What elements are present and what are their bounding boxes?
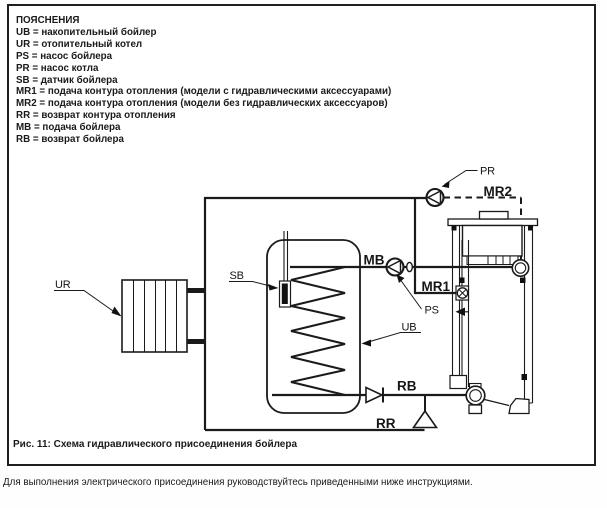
- legend-item-rb: RB = возврат бойлера: [16, 134, 124, 146]
- legend-item-ur: UR = отопительный котел: [16, 38, 143, 50]
- pipe-mr1-branch: [413, 198, 456, 295]
- legend-item-ps: PS = насос бойлера: [16, 50, 113, 62]
- leader-ur: [54, 290, 119, 315]
- storage-tank-symbol: [266, 231, 361, 414]
- radiator-stubs: [187, 288, 205, 344]
- leader-ub: [366, 332, 421, 343]
- boiler-bottom-edge: [484, 398, 510, 407]
- pipe-heating-supply: [203, 196, 427, 430]
- legend-item-mb: MB = подача бойлера: [16, 122, 121, 134]
- legend-title: ПОЯСНЕНИЯ: [16, 15, 80, 26]
- pipe-fitting: [406, 261, 414, 273]
- radiator-symbol: [121, 279, 205, 353]
- legend-item-mr1: MR1 = подача контура отопления (модели с…: [16, 86, 392, 98]
- boiler-foot-left: [468, 404, 483, 415]
- coil-symbol: [290, 266, 346, 396]
- pump-ps-symbol: [385, 257, 414, 277]
- label-rr: RR: [376, 416, 396, 431]
- boiler-pump-head: [465, 385, 486, 406]
- boiler-foot-right: [508, 397, 530, 415]
- leader-lines: [54, 170, 478, 347]
- leader-ps: [399, 278, 422, 310]
- sensor-well: [283, 231, 289, 281]
- boiler-top-cap: [447, 218, 539, 227]
- legend-item-ub: UB = накопительный бойлер: [16, 26, 157, 38]
- sensor-symbol: [281, 283, 288, 304]
- check-valve-symbol: [365, 386, 384, 404]
- legend-block: ПОЯСНЕНИЯ UB = накопительный бойлер UR =…: [16, 15, 391, 146]
- leader-sb: [229, 281, 275, 288]
- boiler-supply-connection: [511, 258, 530, 277]
- flow-arrow-marker: [455, 307, 465, 316]
- label-ps: PS: [425, 305, 439, 317]
- label-sb: SB: [230, 270, 244, 282]
- label-ur: UR: [55, 279, 71, 291]
- boiler-control-box: [461, 224, 523, 257]
- leader-pr: [444, 170, 478, 185]
- drain-valve-symbol: [411, 409, 439, 429]
- label-mb: MB: [364, 253, 385, 268]
- pipe-mr2-dashed: [443, 196, 522, 260]
- heating-boiler-unit: [447, 210, 539, 415]
- label-pr: PR: [480, 166, 495, 178]
- legend-item-pr: PR = насос котла: [16, 62, 99, 74]
- legend-item-rr: RR = возврат контура отопления: [16, 110, 176, 122]
- pump-pr-symbol: [425, 187, 445, 208]
- figure-caption: Рис. 11: Схема гидравлического присоедин…: [13, 439, 298, 450]
- footnote-text: Для выполнения электрического присоедине…: [3, 477, 473, 488]
- label-mr1: MR1: [422, 279, 451, 294]
- boiler-handle: [478, 210, 509, 220]
- label-rb: RB: [397, 379, 417, 394]
- mr1-connection-fitting: [455, 285, 470, 301]
- label-ub: UB: [402, 322, 417, 334]
- boiler-left-frame: [451, 225, 461, 389]
- legend-item-sb: SB = датчик бойлера: [16, 74, 118, 86]
- legend-item-mr2: MR2 = подача контура отопления (модели б…: [16, 98, 388, 110]
- boiler-bottom-bracket: [449, 374, 468, 390]
- label-mr2: MR2: [484, 184, 513, 199]
